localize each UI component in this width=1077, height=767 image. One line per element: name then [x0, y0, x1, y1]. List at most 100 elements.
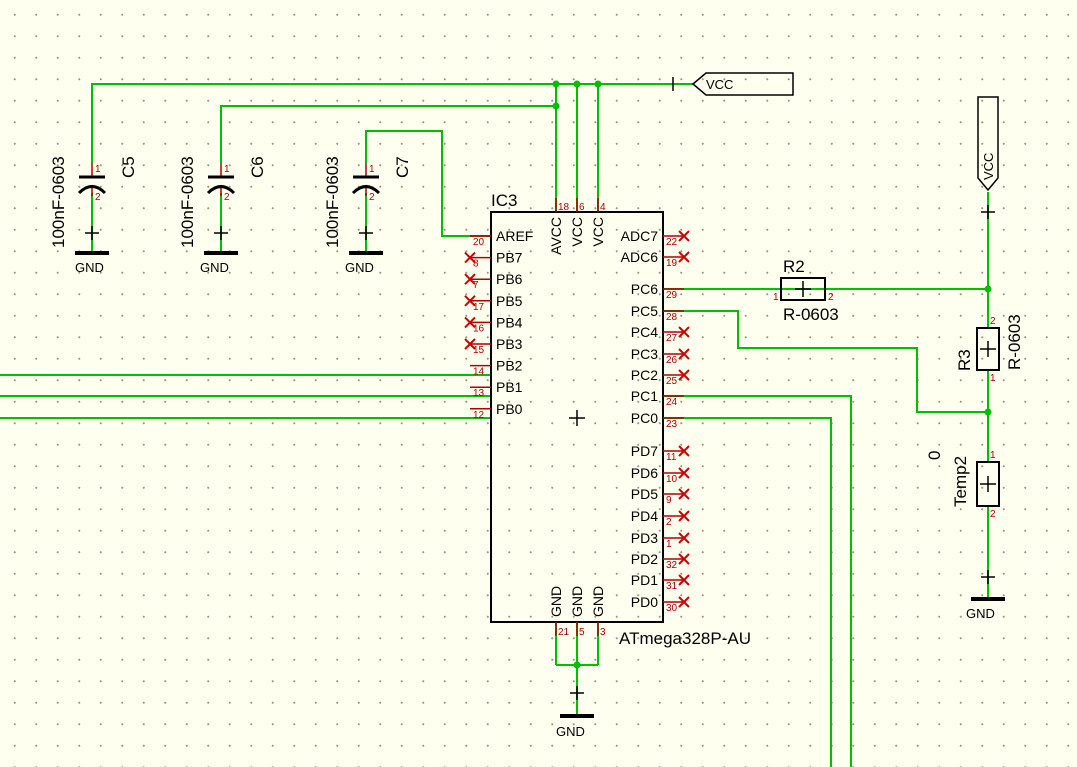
- pin-name: ADC6: [621, 249, 659, 265]
- pin-name: PB3: [496, 336, 523, 352]
- pin-number: 2: [95, 192, 101, 203]
- no-connect-mark: [464, 316, 476, 329]
- wire-pc5[interactable]: [663, 310, 988, 413]
- pin-number: 13: [473, 388, 485, 399]
- no-connect-mark: [678, 553, 690, 565]
- pin-name: GND: [569, 586, 585, 617]
- ic3-name: IC3: [491, 191, 517, 210]
- ground-symbol-c6[interactable]: GND: [200, 226, 238, 275]
- pin-number: 22: [666, 237, 678, 248]
- pin-number: 18: [558, 202, 570, 213]
- pin-number: 17: [473, 302, 485, 313]
- ground-symbol-c5[interactable]: GND: [75, 226, 109, 275]
- no-connect-mark: [678, 348, 690, 360]
- pin-name: PB6: [496, 271, 523, 287]
- pin-number: 1: [990, 450, 996, 461]
- gnd-label: GND: [345, 260, 374, 275]
- junction-dot: [573, 80, 581, 88]
- pin-number: 21: [558, 627, 570, 638]
- pin-number: 1: [369, 164, 375, 175]
- pin-number: 24: [666, 397, 678, 408]
- pin-number: 19: [666, 258, 678, 269]
- pin-name: PC1: [631, 388, 658, 404]
- no-connect-mark: [464, 251, 476, 264]
- junction-dot: [984, 285, 992, 293]
- no-connect-mark: [678, 230, 690, 242]
- pin-name: PB4: [496, 314, 523, 330]
- pin-name: PD0: [631, 594, 658, 610]
- ground-symbol-ic3[interactable]: GND: [556, 686, 594, 739]
- ground-symbol-c7[interactable]: GND: [345, 226, 383, 275]
- pin-number: 9: [666, 495, 672, 506]
- pin-number: 25: [666, 376, 678, 387]
- pin-number: 1: [95, 164, 101, 175]
- temp2-value: 0: [925, 451, 944, 460]
- capacitor-value: 100nF-0603: [49, 156, 68, 248]
- pin-name: PC4: [631, 324, 658, 340]
- pin-number: 5: [579, 627, 585, 638]
- wire-pc1[interactable]: [663, 395, 852, 767]
- pin-number: 28: [666, 312, 678, 323]
- pin-name: PB2: [496, 358, 523, 374]
- pin-name: GND: [548, 586, 564, 617]
- capacitor-name: C7: [393, 156, 412, 178]
- no-connect-mark: [678, 326, 690, 338]
- cap-plate-curved: [206, 185, 236, 195]
- gnd-label: GND: [200, 260, 229, 275]
- no-connect-mark: [678, 251, 690, 263]
- wire-c7-aref[interactable]: [365, 130, 491, 237]
- r3-name: R3: [955, 349, 974, 371]
- pin-name: PD3: [631, 530, 658, 546]
- pin-number: 32: [666, 560, 678, 571]
- pin-name: VCC: [569, 217, 585, 247]
- resistor-r3[interactable]: 2 1 R3 R-0603: [955, 314, 1024, 384]
- pin-number: 15: [473, 345, 485, 356]
- vcc-label-top[interactable]: VCC: [672, 72, 794, 96]
- pin-name: PD6: [631, 465, 658, 481]
- ic3-value: ATmega328P-AU: [619, 629, 751, 648]
- wire-c6-vcc[interactable]: [220, 105, 556, 163]
- pin-name: PB5: [496, 293, 523, 309]
- no-connect-mark: [464, 338, 476, 350]
- gnd-label: GND: [966, 606, 995, 621]
- pin-number: 31: [666, 581, 678, 592]
- resistor-r2[interactable]: 1 2 R2 R-0603: [773, 257, 839, 324]
- ground-symbol-temp2[interactable]: GND: [966, 570, 1005, 621]
- pin-number: 2: [990, 316, 996, 327]
- pin-number: 26: [666, 355, 678, 366]
- pin-name: PC3: [631, 346, 658, 362]
- capacitor-value: 100nF-0603: [178, 156, 197, 248]
- pin-name: GND: [590, 586, 606, 617]
- junction-dot: [594, 80, 602, 88]
- resistor-temp2[interactable]: 1 2 0 Temp2: [925, 450, 1000, 520]
- junction-dot: [552, 80, 560, 88]
- temp2-name: Temp2: [951, 456, 970, 507]
- pin-number: 7: [473, 280, 479, 291]
- junctions: [552, 80, 992, 669]
- pin-number: 6: [579, 202, 585, 213]
- junction-dot: [552, 102, 560, 110]
- pin-name: PC0: [631, 410, 658, 426]
- gnd-label: GND: [556, 724, 585, 739]
- pin-number: 3: [600, 627, 606, 638]
- no-connect-mark: [678, 467, 690, 479]
- pin-number: 30: [666, 603, 678, 614]
- pin-name: VCC: [590, 217, 606, 247]
- pin-name: PB1: [496, 379, 523, 395]
- wire-vcc-bus[interactable]: [91, 83, 693, 163]
- pin-number: 2: [224, 192, 230, 203]
- no-connect-mark: [678, 510, 690, 522]
- vcc-label-right[interactable]: VCC: [977, 96, 999, 219]
- wire-pc0[interactable]: [663, 417, 832, 767]
- no-connect-mark: [678, 574, 690, 586]
- wires: [0, 83, 989, 767]
- pin-number: 1: [990, 373, 996, 384]
- r2-name: R2: [783, 257, 805, 276]
- r2-value: R-0603: [783, 305, 839, 324]
